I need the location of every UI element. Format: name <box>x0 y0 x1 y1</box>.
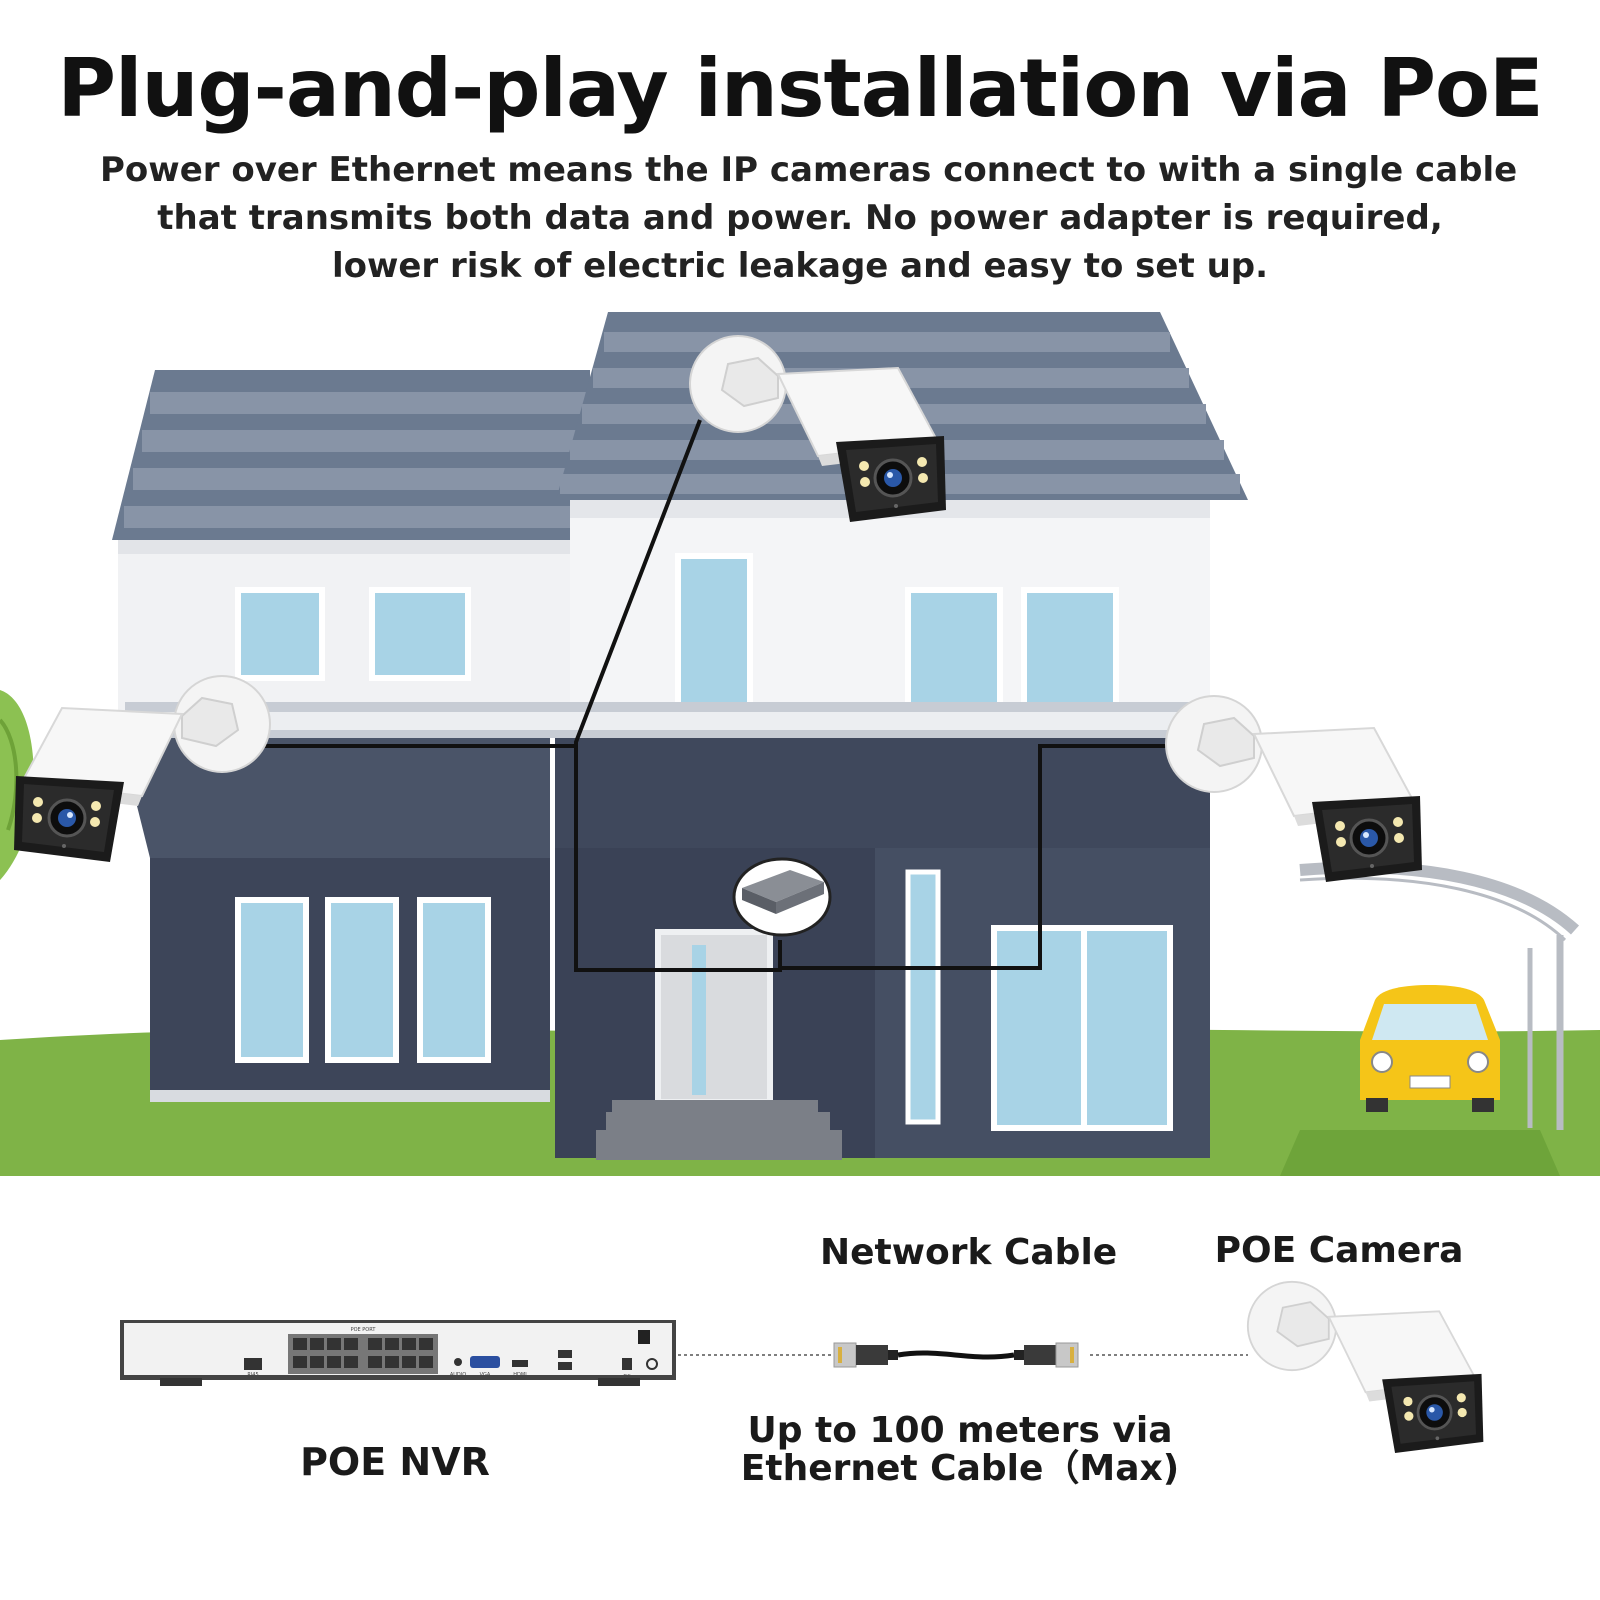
house-installation-scene <box>0 312 1600 1176</box>
distance-label: Up to 100 meters via Ethernet Cable（Max) <box>740 1412 1180 1488</box>
left-roof <box>112 370 590 540</box>
rj45-plug-icon <box>833 1342 898 1368</box>
distance-line-2: Ethernet Cable（Max) <box>740 1448 1180 1489</box>
page-subtitle: Power over Ethernet means the IP cameras… <box>100 146 1518 290</box>
nvr-audio-label: AUDIO <box>450 1372 466 1378</box>
nvr-lan-label: RJ45 <box>247 1372 258 1378</box>
window <box>417 897 491 1063</box>
nvr-hdmi-label: HDMI <box>513 1372 526 1378</box>
poe-ports <box>288 1334 438 1374</box>
front-door <box>655 929 773 1105</box>
window <box>325 897 399 1063</box>
poe-camera-label: POE Camera <box>1214 1230 1464 1271</box>
subtitle-line-2: that transmits both data and power. No p… <box>157 198 1443 238</box>
window <box>905 869 941 1125</box>
subtitle-line-1: Power over Ethernet means the IP cameras… <box>100 150 1518 190</box>
window <box>675 553 753 709</box>
window <box>905 587 1003 718</box>
page-title: Plug-and-play installation via PoE <box>57 42 1543 135</box>
network-cables <box>220 419 1184 972</box>
window <box>1021 587 1119 718</box>
poe-nvr-label: POE NVR <box>300 1440 490 1484</box>
network-cable-wire <box>897 1350 1015 1360</box>
nvr-power-label: DC <box>623 1374 631 1380</box>
window <box>235 587 325 681</box>
network-cable-label: Network Cable <box>820 1232 1118 1273</box>
nvr-vga-label: VGA <box>480 1372 491 1378</box>
glass-door <box>1081 925 1173 1131</box>
balcony-railing <box>125 702 1210 738</box>
poe-switch-icon <box>732 857 832 937</box>
nvr-icon: RJ45 POE PORT AUDIO VGA HDMI DC <box>120 1320 676 1386</box>
nvr-poe-port-label: POE PORT <box>351 1327 377 1333</box>
connection-diagram: RJ45 POE PORT AUDIO VGA HDMI DC <box>120 1280 1485 1455</box>
window <box>235 897 309 1063</box>
rj45-plug-icon <box>1014 1342 1079 1368</box>
car-icon <box>1360 985 1500 1112</box>
distance-line-1: Up to 100 meters via <box>747 1410 1173 1451</box>
camera-icon <box>1246 1280 1485 1455</box>
subtitle-line-3: lower risk of electric leakage and easy … <box>331 246 1269 286</box>
window <box>369 587 471 681</box>
front-steps <box>596 1100 842 1160</box>
